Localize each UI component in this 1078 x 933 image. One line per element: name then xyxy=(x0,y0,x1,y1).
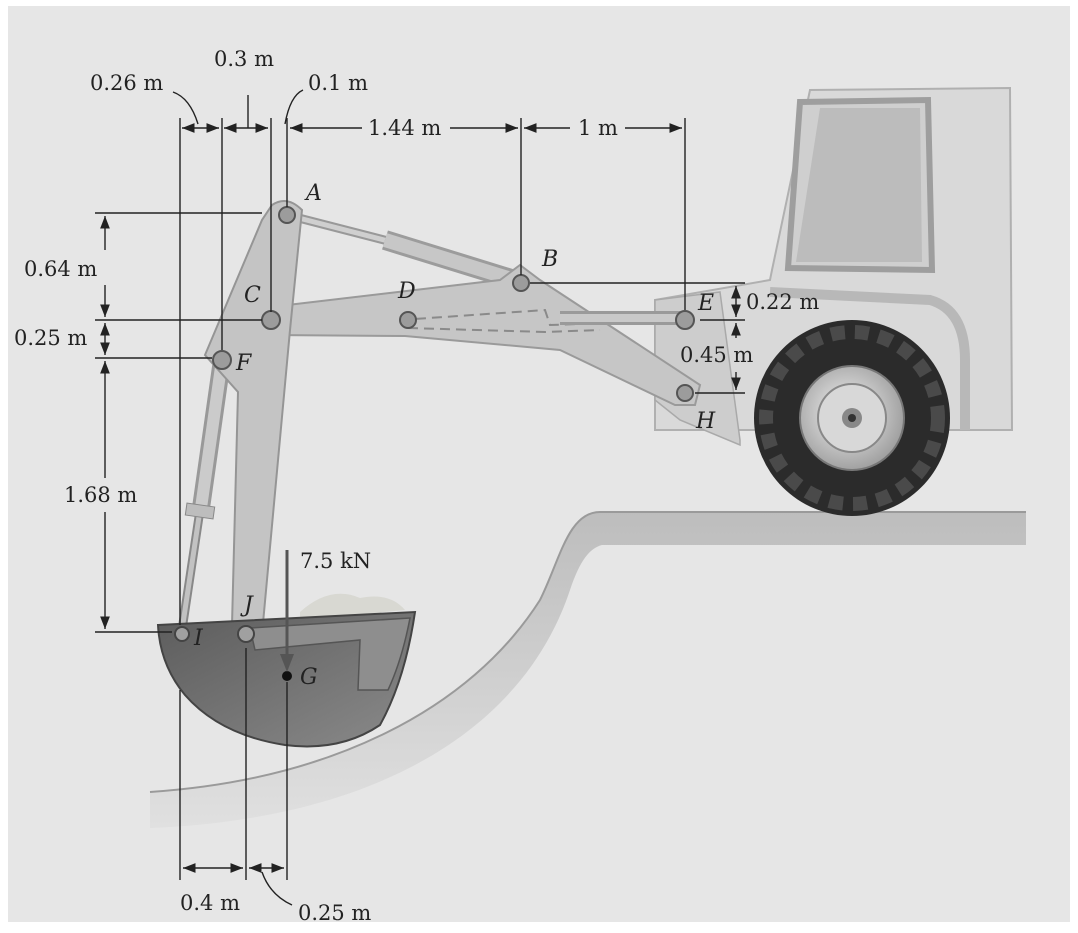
dim-label-045: 0.45 m xyxy=(680,343,753,367)
hidden-cylinder-d xyxy=(399,308,641,334)
dim-label-04: 0.4 m xyxy=(180,891,240,915)
dimension-lines xyxy=(95,89,745,906)
dim-label-064: 0.64 m xyxy=(24,257,97,281)
point-label-a: A xyxy=(304,181,322,206)
dim-label-026: 0.26 m xyxy=(90,71,163,95)
point-label-d: D xyxy=(397,279,416,304)
point-label-e: E xyxy=(697,291,714,316)
point-label-f: F xyxy=(235,351,252,376)
point-label-j: J xyxy=(240,593,254,618)
dim-label-025-bottom: 0.25 m xyxy=(298,901,371,925)
point-label-h: H xyxy=(695,409,716,434)
wheel xyxy=(754,320,950,516)
pins xyxy=(174,206,695,681)
dim-label-168: 1.68 m xyxy=(64,483,137,507)
point-label-i: I xyxy=(193,626,204,651)
load-arrow xyxy=(280,550,294,672)
dim-label-025-left: 0.25 m xyxy=(14,326,87,350)
truck-body xyxy=(654,86,1014,447)
dim-label-01: 0.1 m xyxy=(308,71,368,95)
boom-arm xyxy=(260,263,702,406)
load-label: 7.5 kN xyxy=(300,549,371,573)
point-label-c: C xyxy=(244,283,261,308)
dim-label-03: 0.3 m xyxy=(214,47,274,71)
cylinder-fi xyxy=(177,358,231,631)
dim-label-022: 0.22 m xyxy=(746,290,819,314)
point-label-b: B xyxy=(541,247,558,272)
cylinder-ab xyxy=(285,210,524,292)
dim-label-144: 1.44 m xyxy=(368,116,441,140)
dim-label-1: 1 m xyxy=(578,116,618,140)
ground xyxy=(149,511,1026,828)
point-label-g: G xyxy=(300,665,318,690)
